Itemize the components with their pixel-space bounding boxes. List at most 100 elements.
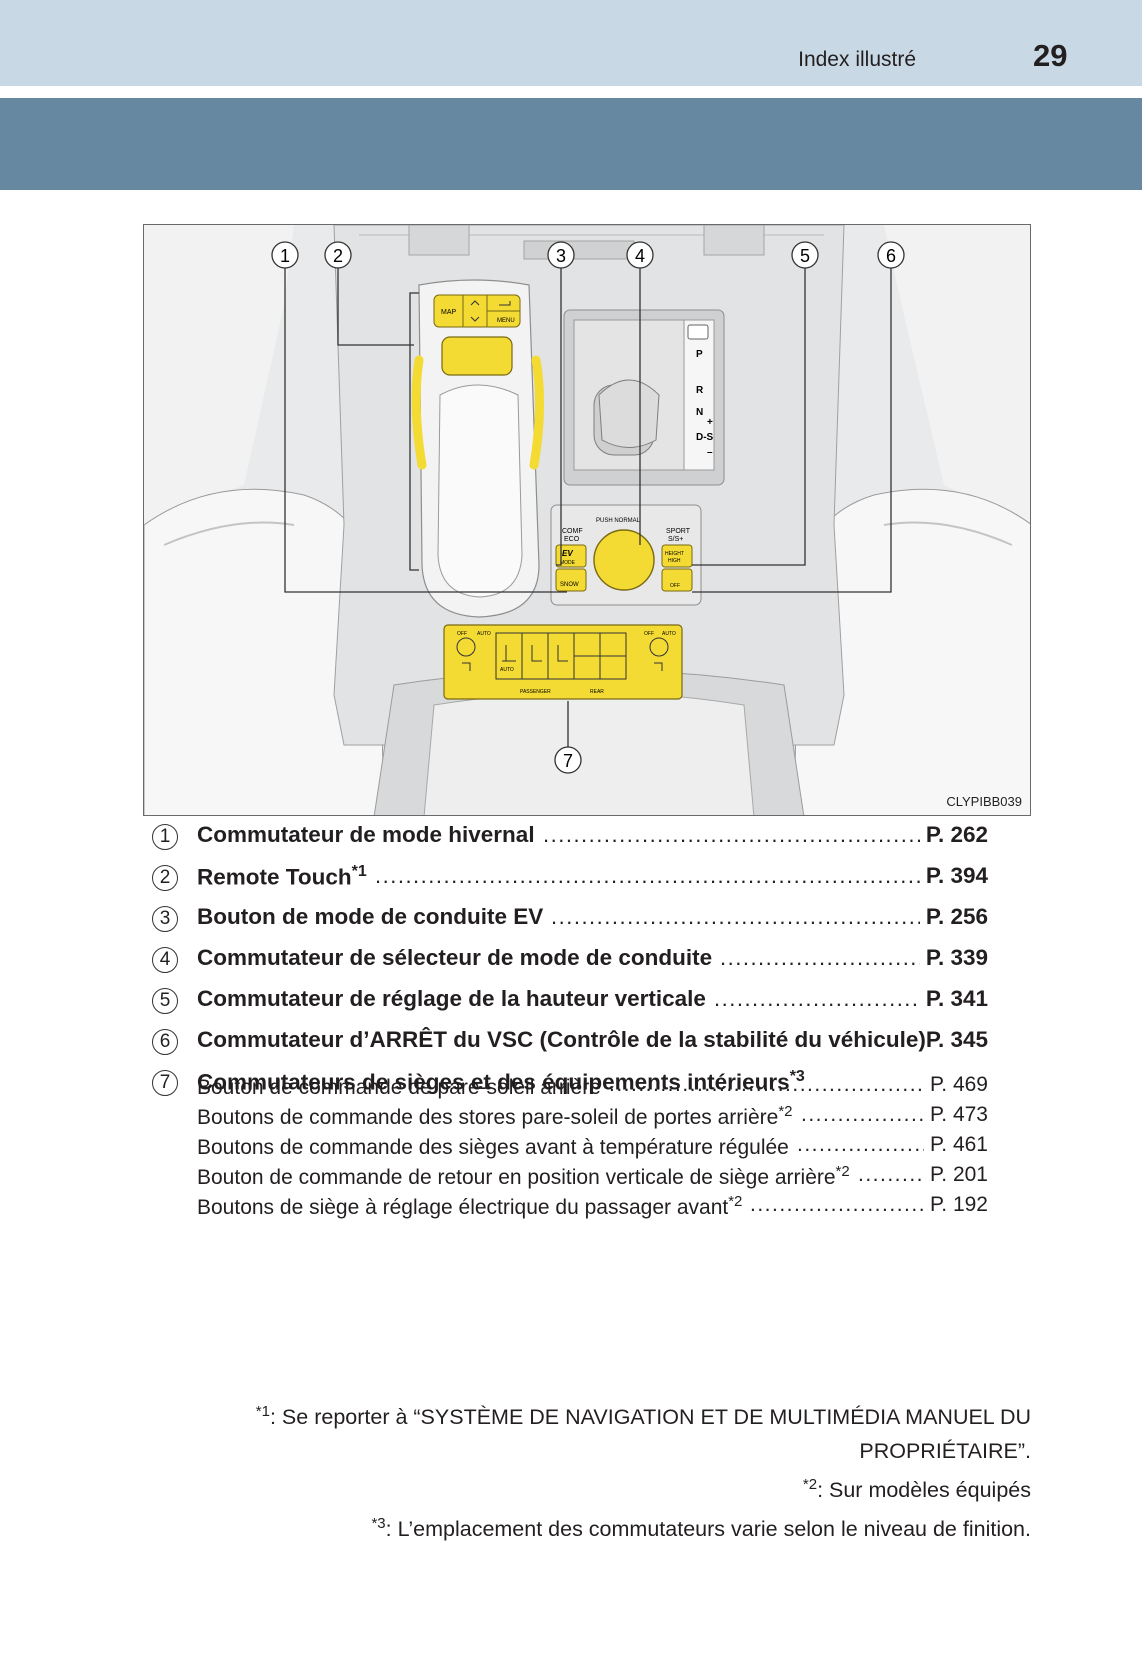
leader-dots: ........................................… bbox=[720, 945, 920, 970]
snow-label: SNOW bbox=[560, 582, 579, 588]
passenger-label: PASSENGER bbox=[520, 689, 551, 695]
page-reference[interactable]: P. 339 bbox=[925, 945, 988, 970]
page-reference[interactable]: P. 256 bbox=[925, 904, 988, 929]
item-label: Remote Touch bbox=[197, 864, 352, 890]
page-reference[interactable]: P. 192 bbox=[929, 1193, 988, 1216]
item-label: Commutateur de réglage de la hauteur ver… bbox=[197, 986, 706, 1011]
item-label: Commutateur de mode hivernal bbox=[197, 822, 535, 847]
leader-dots: ........................................… bbox=[551, 904, 920, 929]
svg-text:MAP: MAP bbox=[441, 309, 457, 316]
callout-3: 3 bbox=[556, 246, 566, 266]
off-right-label: OFF bbox=[644, 631, 654, 637]
leader-dots: ........................................… bbox=[543, 822, 920, 847]
footnote-text: : Se reporter à “SYSTÈME DE NAVIGATION E… bbox=[269, 1405, 1031, 1430]
sub-list-item: Boutons de commande des stores pare-sole… bbox=[197, 1103, 988, 1133]
footnote-ref: *2 bbox=[728, 1193, 743, 1210]
list-item: 2 Remote Touch*1 .......................… bbox=[152, 859, 988, 900]
list-item: 7 Commutateurs de sièges et des équipeme… bbox=[152, 1064, 988, 1096]
figure-code: CLYPIBB039 bbox=[946, 794, 1022, 809]
item-number: 6 bbox=[152, 1029, 178, 1055]
index-list: 1 Commutateur de mode hivernal .........… bbox=[152, 818, 988, 1219]
gear-plus: + bbox=[707, 417, 713, 428]
footnote-text: : Sur modèles équipés bbox=[817, 1478, 1031, 1503]
page-reference[interactable]: P. 201 bbox=[929, 1163, 988, 1186]
item-number: 3 bbox=[152, 906, 178, 932]
item-label: Commutateurs de sièges et des équipement… bbox=[197, 1069, 790, 1095]
footnote-2: *2: Sur modèles équipés bbox=[171, 1468, 1031, 1507]
sub-list-item: Bouton de commande de retour en position… bbox=[197, 1163, 988, 1193]
sub-item-label: Boutons de siège à réglage électrique du… bbox=[197, 1196, 729, 1219]
item-number: 2 bbox=[152, 865, 178, 891]
sub-item-label: Bouton de commande de retour en position… bbox=[197, 1166, 836, 1189]
callout-6: 6 bbox=[886, 246, 896, 266]
page-reference[interactable]: P. 469 bbox=[929, 1073, 988, 1096]
callout-4: 4 bbox=[635, 246, 645, 266]
list-item: 6 Commutateur d’ARRÊT du VSC (Contrôle d… bbox=[152, 1023, 988, 1064]
page-reference[interactable]: P. 345 bbox=[925, 1027, 988, 1052]
sub-list-item: Bouton de commande de pare-soleil arrièr… bbox=[197, 1073, 988, 1103]
footnote-1-continued: PROPRIÉTAIRE”. bbox=[859, 1439, 1031, 1464]
sub-item-label: Bouton de commande de pare-soleil arrièr… bbox=[197, 1076, 601, 1099]
auto-left-label: AUTO bbox=[477, 631, 491, 637]
gear-ds: D-S bbox=[696, 432, 714, 443]
rear-label: REAR bbox=[590, 689, 604, 695]
push-normal-label: PUSH NORMAL bbox=[596, 518, 641, 524]
high-label: HIGH bbox=[668, 558, 681, 564]
list-item: 1 Commutateur de mode hivernal .........… bbox=[152, 818, 988, 859]
list-item: 4 Commutateur de sélecteur de mode de co… bbox=[152, 941, 988, 982]
footnote-mark: *2 bbox=[802, 1476, 818, 1494]
item-label: Commutateur de sélecteur de mode de cond… bbox=[197, 945, 713, 970]
off-label: OFF bbox=[670, 583, 680, 589]
leader-dots: ........................................… bbox=[750, 1193, 924, 1216]
sub-list-item: Boutons de siège à réglage électrique du… bbox=[197, 1193, 988, 1223]
eco-label: ECO bbox=[564, 536, 580, 543]
leader-dots: ........................................… bbox=[714, 986, 920, 1011]
item-number: 1 bbox=[152, 824, 178, 850]
footnote-1: *1: Se reporter à “SYSTÈME DE NAVIGATION… bbox=[171, 1395, 1031, 1434]
callout-2: 2 bbox=[333, 246, 343, 266]
auto-seat-label: AUTO bbox=[500, 667, 514, 673]
item-label: Bouton de mode de conduite EV bbox=[197, 904, 544, 929]
list-item: 5 Commutateur de réglage de la hauteur v… bbox=[152, 982, 988, 1023]
leader-dots: ........................................… bbox=[801, 1103, 924, 1126]
svg-text:MENU: MENU bbox=[497, 318, 515, 324]
footnote-text: : L’emplacement des commutateurs varie s… bbox=[385, 1517, 1031, 1542]
footnote-ref: *1 bbox=[351, 863, 367, 880]
sub-list-item: Boutons de commande des sièges avant à t… bbox=[197, 1133, 988, 1163]
footnote-ref: *2 bbox=[835, 1163, 850, 1180]
page-reference[interactable]: P. 262 bbox=[925, 822, 988, 847]
gear-p: P bbox=[696, 349, 703, 360]
sub-item-label: Boutons de commande des sièges avant à t… bbox=[197, 1136, 789, 1159]
sport-label: SPORT bbox=[666, 528, 691, 535]
footnotes: *1: Se reporter à “SYSTÈME DE NAVIGATION… bbox=[171, 1395, 1031, 1546]
footnote-ref: *3 bbox=[789, 1068, 805, 1085]
callout-7: 7 bbox=[563, 751, 573, 771]
auto-right-label: AUTO bbox=[662, 631, 676, 637]
gear-n: N bbox=[696, 407, 703, 418]
page-reference[interactable]: P. 473 bbox=[929, 1103, 988, 1126]
gear-minus: – bbox=[707, 447, 713, 458]
footnote-3: *3: L’emplacement des commutateurs varie… bbox=[171, 1507, 1031, 1546]
ev-label: EV bbox=[562, 549, 573, 558]
section-title: Index illustré bbox=[798, 48, 916, 71]
item-number: 5 bbox=[152, 988, 178, 1014]
comf-label: COMF bbox=[562, 528, 583, 535]
page-number: 29 bbox=[1033, 38, 1068, 73]
leader-dots: ........................................… bbox=[375, 863, 920, 888]
page-reference[interactable]: P. 341 bbox=[925, 986, 988, 1011]
ev-mode-label: MODE bbox=[560, 560, 576, 566]
item-number: 7 bbox=[152, 1070, 178, 1096]
footnote-ref: *2 bbox=[778, 1103, 793, 1120]
gear-r: R bbox=[696, 385, 704, 396]
sub-item-label: Boutons de commande des stores pare-sole… bbox=[197, 1106, 779, 1129]
section-banner bbox=[0, 98, 1142, 190]
sport-s-label: S/S+ bbox=[668, 536, 683, 543]
leader-dots: ........................................… bbox=[858, 1163, 924, 1186]
footnote-mark: *3 bbox=[371, 1515, 386, 1533]
height-label: HEIGHT bbox=[665, 551, 684, 557]
page-reference[interactable]: P. 394 bbox=[925, 863, 988, 888]
header-band bbox=[0, 0, 1142, 86]
callout-1: 1 bbox=[280, 246, 290, 266]
page-reference[interactable]: P. 461 bbox=[929, 1133, 988, 1156]
console-illustration: MAP MENU P R N + D-S – PUSH NORMAL COMF … bbox=[143, 224, 1031, 816]
